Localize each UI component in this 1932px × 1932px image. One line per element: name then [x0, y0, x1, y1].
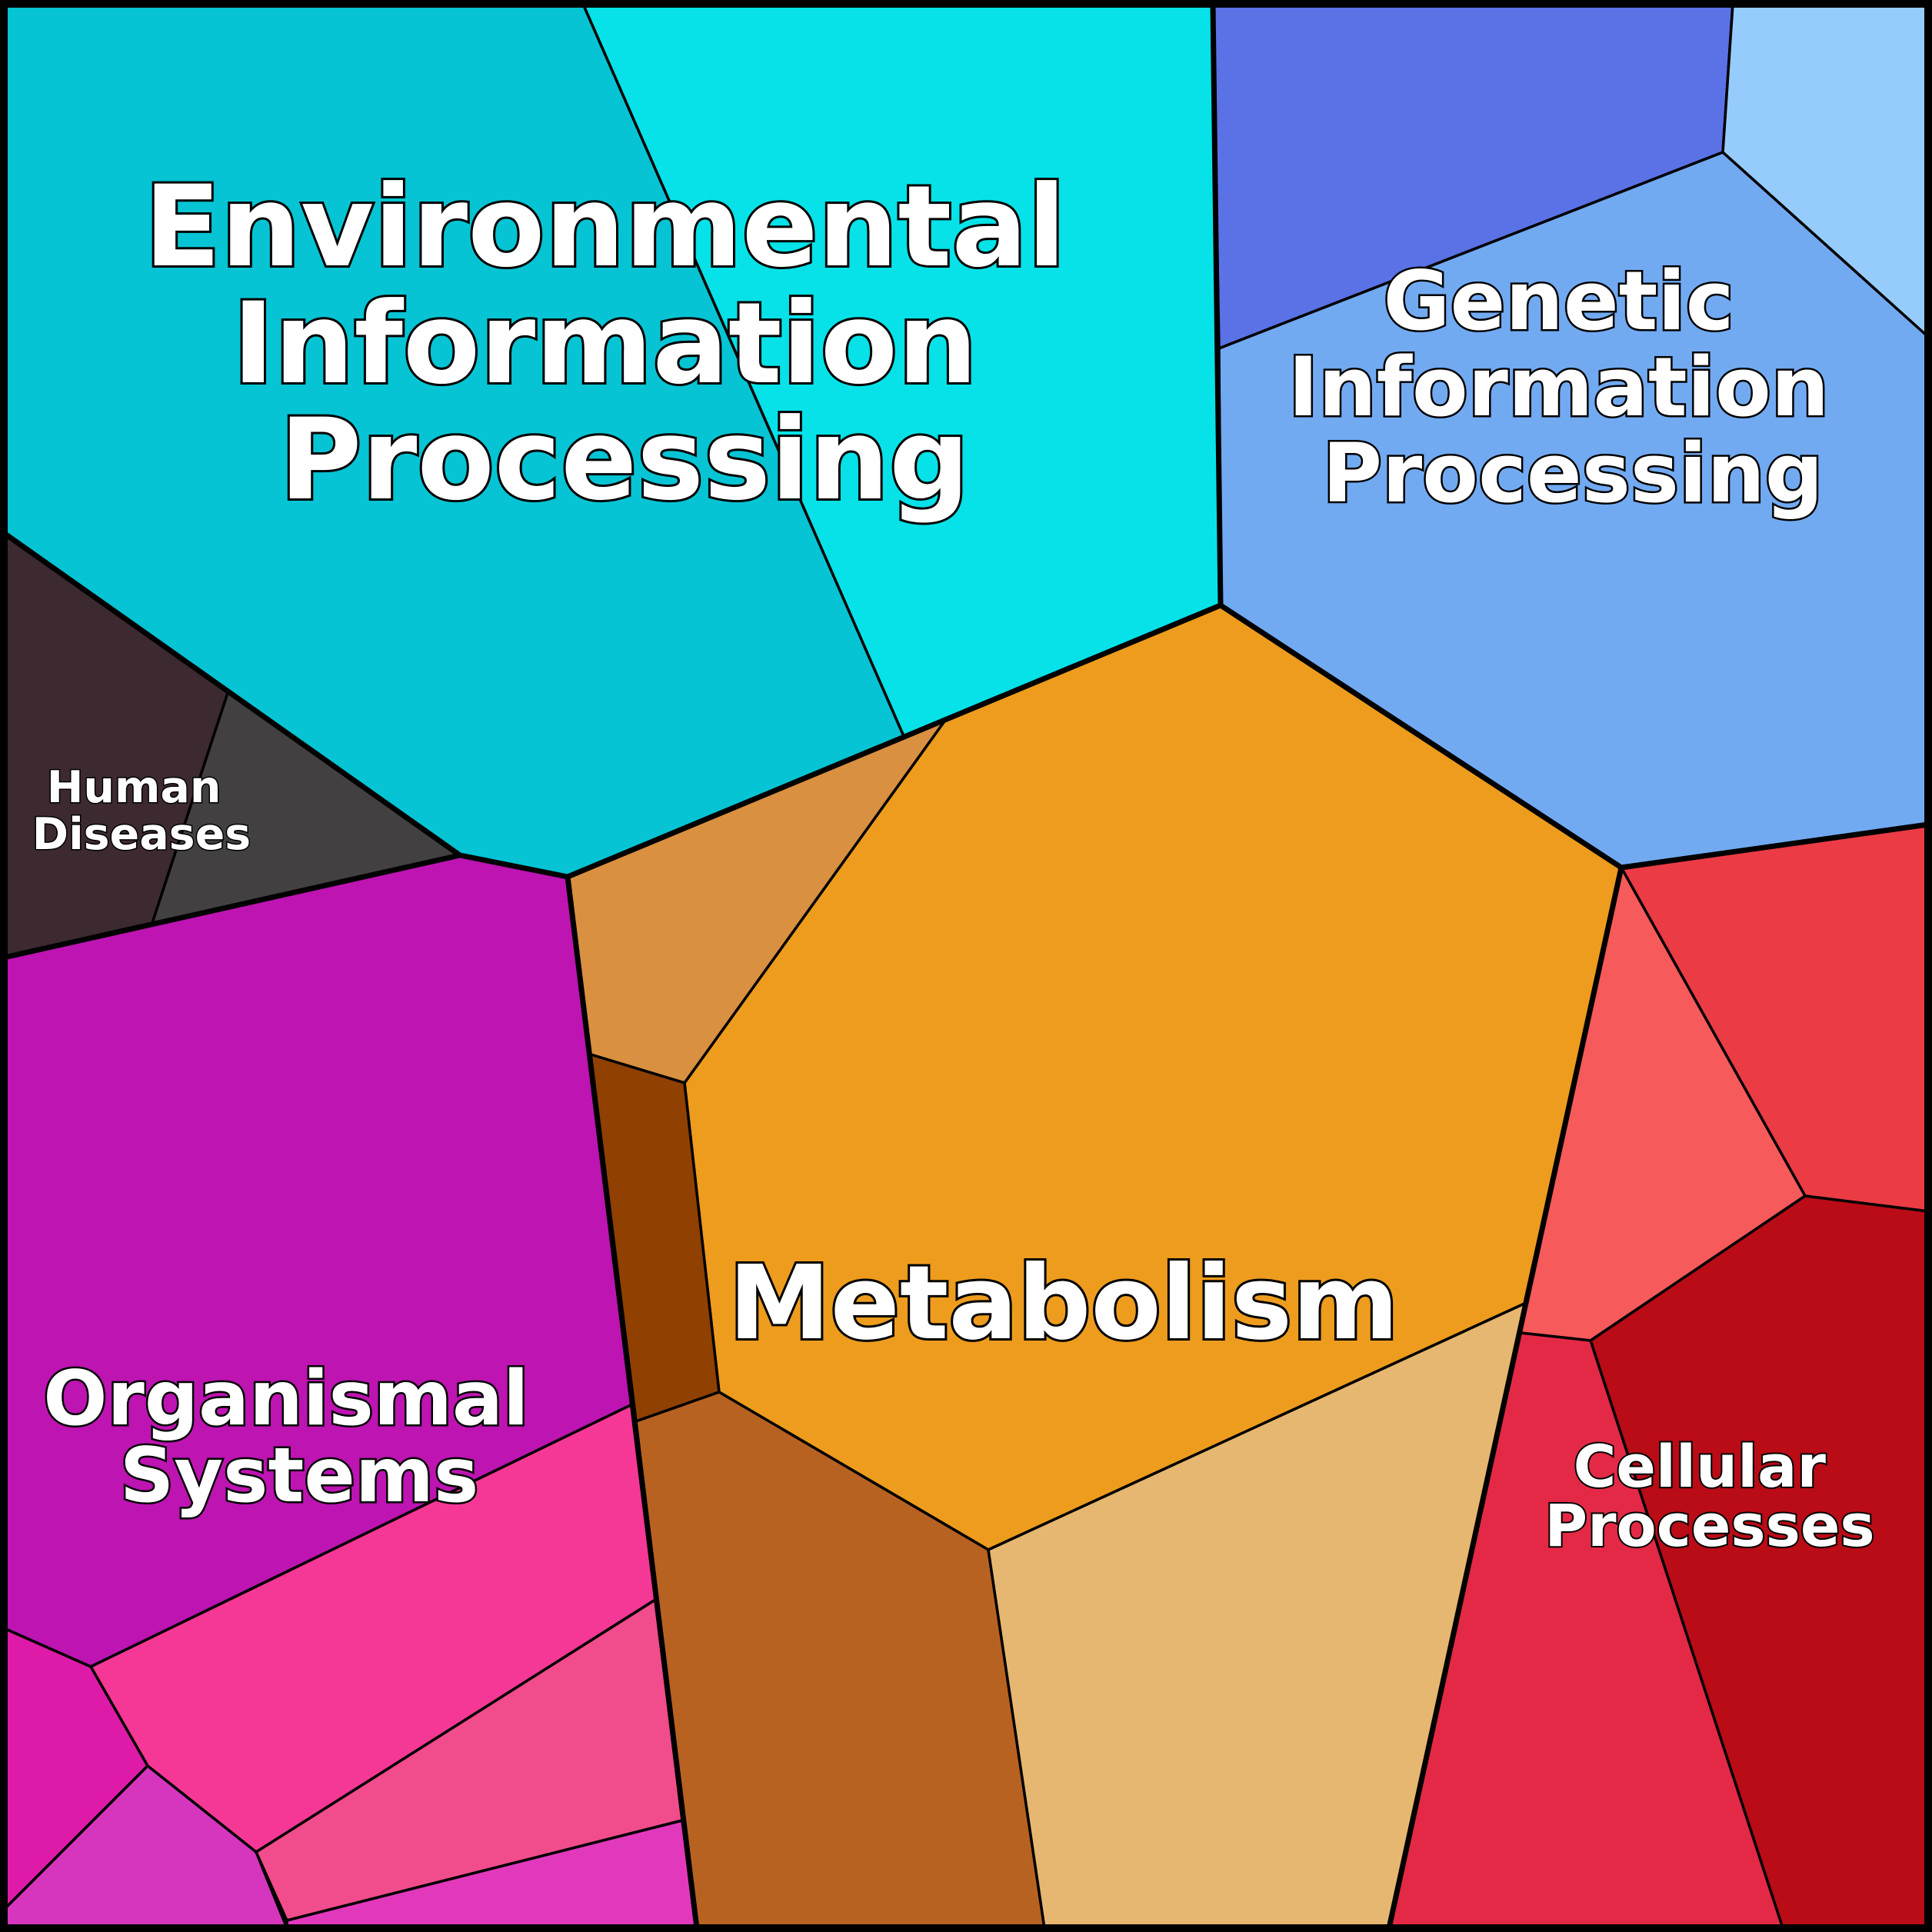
border-human-org	[1, 852, 463, 961]
region-cellular-processes[interactable]	[1387, 823, 1930, 1930]
border-met-cell	[1386, 864, 1624, 1931]
label-cellular-processes: Cellular Processes	[1544, 1432, 1874, 1560]
label-env-line-1: Environmental	[144, 162, 1066, 292]
label-org-line-1: Organismal	[43, 1355, 528, 1443]
region-metabolism[interactable]	[566, 604, 1623, 1930]
border-env-gen	[1210, 1, 1224, 608]
label-human-diseases: Human Diseases	[32, 762, 251, 860]
label-gen-line-3: Processing	[1322, 426, 1823, 521]
label-env-line-3: Processing	[279, 395, 969, 525]
label-metabolism: Metabolism	[728, 1244, 1398, 1363]
label-hum-line-2: Diseases	[32, 809, 251, 860]
label-org-line-2: Systems	[120, 1432, 479, 1520]
label-cell-line-1: Cellular	[1574, 1432, 1827, 1501]
region-organismal-systems[interactable]	[2, 854, 698, 1930]
label-environmental-information-processing: Environmental Information Processing	[144, 162, 1104, 525]
label-gen-line-1: Genetic	[1384, 254, 1734, 348]
border-met-org	[565, 874, 700, 1931]
label-hum-line-1: Human	[47, 762, 222, 813]
label-met-line-1: Metabolism	[728, 1244, 1398, 1363]
label-organismal-systems: Organismal Systems	[43, 1355, 555, 1520]
label-gen-line-2: Information	[1288, 340, 1829, 435]
border-env-met	[565, 602, 1224, 880]
label-cell-line-2: Processes	[1544, 1491, 1874, 1560]
region-genetic-information-processing[interactable]	[1211, 2, 1930, 869]
label-genetic-information-processing: Genetic Information Processing	[1288, 254, 1857, 521]
label-env-line-2: Information	[232, 278, 978, 409]
